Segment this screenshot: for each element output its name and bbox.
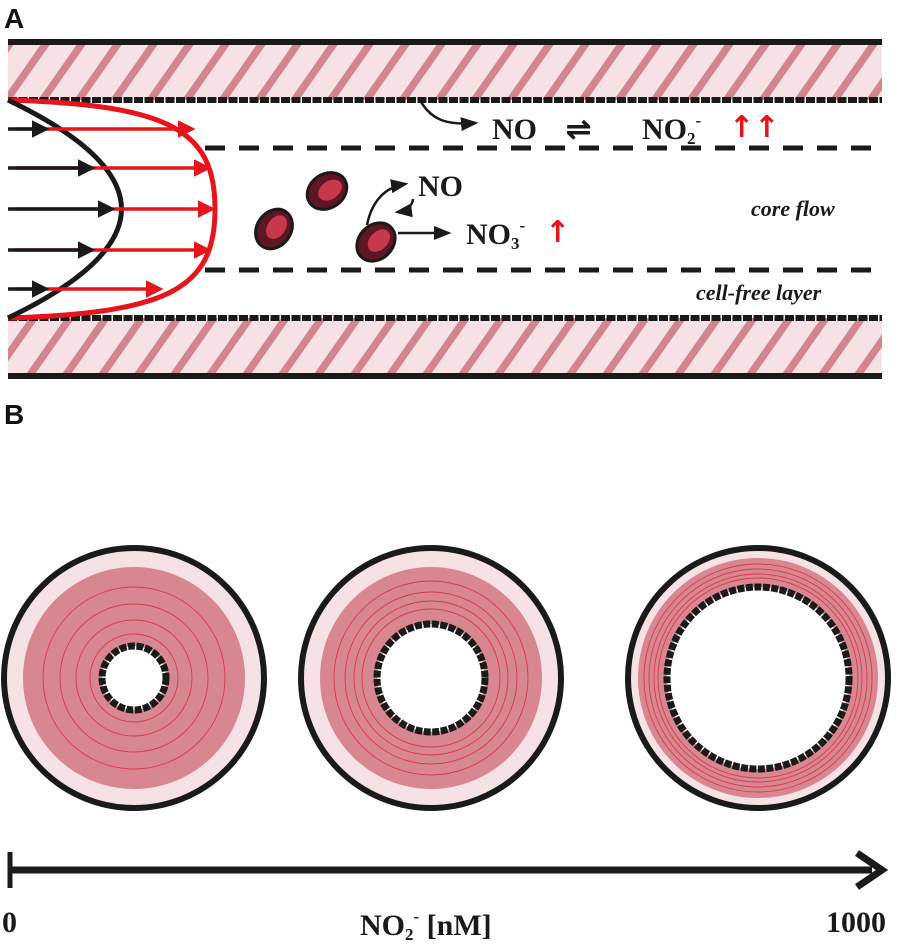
core-flow-label: core flow (751, 196, 835, 221)
lumen-3 (663, 583, 853, 773)
nitrite-label: NO2- (642, 111, 702, 148)
lumen-2 (373, 620, 489, 736)
axis-max-label: 1000 (826, 906, 886, 939)
rbc-2 (254, 207, 294, 251)
axis-min-label: 0 (2, 906, 17, 939)
axis-title: NO2- [nM] (360, 907, 492, 944)
equilibrium-symbol: ⇌ (566, 113, 591, 146)
red-blood-cells (254, 171, 397, 263)
panel-label-b: B (4, 399, 24, 430)
nitrate-increase-arrow: ↑ (545, 215, 570, 250)
no-uptake-arrow (394, 198, 415, 218)
cross-section-2 (298, 545, 564, 811)
cross-section-1 (1, 545, 267, 811)
vessel-bottom-wall (8, 318, 882, 379)
panel-label-a: A (4, 3, 24, 34)
lumen-1 (98, 642, 170, 714)
endothelial-no-label: NO (492, 113, 537, 146)
nitrite-axis (7, 850, 889, 890)
endothelium-no-arrow (418, 99, 479, 132)
rbc-1 (305, 171, 349, 211)
cross-section-3 (625, 545, 891, 811)
nitrite-increase-arrows: ↑↑ (729, 110, 779, 145)
velocity-profiles (6, 97, 218, 321)
vessel-top-wall (8, 39, 882, 100)
cell-free-layer-label: cell-free layer (696, 280, 822, 305)
nitrate-label: NO3- (466, 216, 526, 253)
rbc-no-label: NO (418, 170, 463, 203)
rbc-3 (355, 221, 397, 263)
rbc-no-release-arrow (365, 179, 409, 226)
